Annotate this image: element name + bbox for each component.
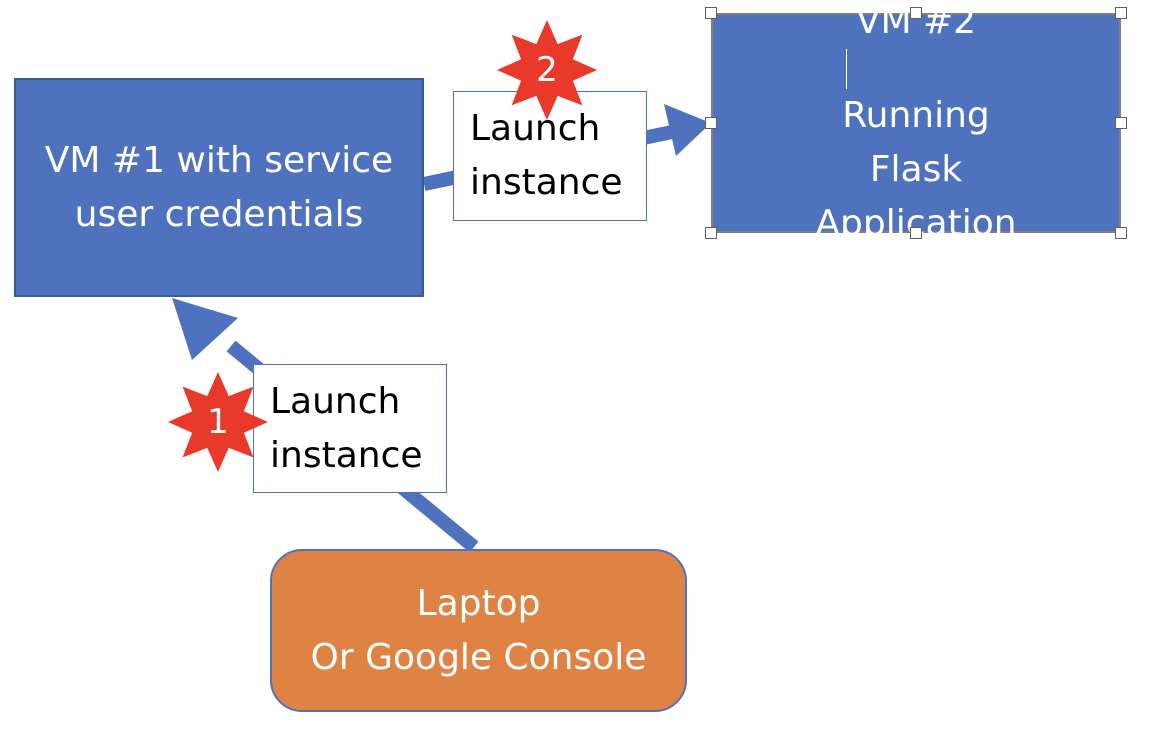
resize-handle-top-left[interactable] <box>705 7 717 19</box>
vm2-line-2: Flask <box>869 149 963 190</box>
resize-handle-middle-right[interactable] <box>1115 117 1127 129</box>
laptop-node[interactable]: Laptop Or Google Console <box>270 549 687 712</box>
arrowhead-icon <box>664 104 711 156</box>
step-number-1: 1 <box>207 402 229 442</box>
resize-handle-top-center[interactable] <box>910 7 922 19</box>
text-cursor <box>846 49 848 89</box>
resize-handle-top-right[interactable] <box>1115 7 1127 19</box>
edge-label-1-line-1: Launch <box>270 380 401 422</box>
edge-label-2-line-1: Launch <box>470 108 601 149</box>
edge-label-2-line-2: instance <box>470 162 623 203</box>
step-badge-1: 1 <box>168 372 268 472</box>
vm1-line-1: VM #1 with service <box>44 139 394 181</box>
edge-label-1[interactable]: Launch instance <box>253 364 447 493</box>
step-number-2: 2 <box>536 50 558 90</box>
edge-label-1-line-2: instance <box>270 434 423 476</box>
red-starburst-icon <box>168 372 268 472</box>
laptop-line-1: Laptop <box>416 582 541 624</box>
resize-handle-middle-left[interactable] <box>705 117 717 129</box>
laptop-line-2: Or Google Console <box>310 636 647 678</box>
resize-handle-bottom-center[interactable] <box>910 227 922 239</box>
vm2-line-1b: Running <box>842 95 990 136</box>
resize-handle-bottom-left[interactable] <box>705 227 717 239</box>
vm1-node[interactable]: VM #1 with service user credentials <box>14 78 424 297</box>
step-badge-2: 2 <box>497 20 597 120</box>
arrowhead-icon <box>172 298 238 360</box>
vm2-line-3: Application <box>815 203 1017 244</box>
red-starburst-icon <box>497 20 597 120</box>
resize-handle-bottom-right[interactable] <box>1115 227 1127 239</box>
vm1-line-2: user credentials <box>74 193 364 235</box>
